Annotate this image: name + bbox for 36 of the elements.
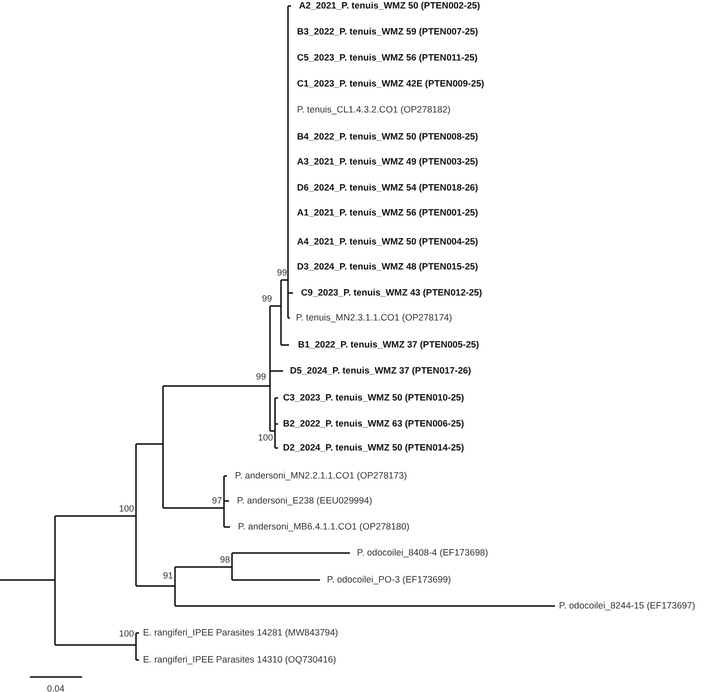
taxon-label: A2_2021_P. tenuis_WMZ 50 (PTEN002-25)	[299, 1, 480, 11]
bootstrap-value: 98	[220, 556, 230, 564]
bootstrap-value: 91	[163, 572, 174, 580]
taxon-label: B3_2022_P. tenuis_WMZ 59 (PTEN007-25)	[297, 27, 478, 37]
taxon-label: D6_2024_P. tenuis_WMZ 54 (PTEN018-26)	[297, 183, 478, 193]
bootstrap-value: 97	[212, 496, 222, 506]
taxon-label: P. odocoilei_8408-4 (EF173698)	[357, 548, 488, 558]
bootstrap-value: 100	[119, 630, 134, 638]
taxon-label: P. andersoni_E238 (EEU029994)	[237, 496, 372, 506]
taxon-label: C3_2023_P. tenuis_WMZ 50 (PTEN010-25)	[283, 393, 464, 403]
taxon-label: A3_2021_P. tenuis_WMZ 49 (PTEN003-25)	[297, 157, 478, 167]
taxon-label: P. andersoni_MB6.4.1.1.CO1 (OP278180)	[238, 522, 410, 532]
taxon-label: D5_2024_P. tenuis_WMZ 37 (PTEN017-26)	[290, 366, 472, 376]
bootstrap-value: 99	[277, 268, 288, 278]
taxon-label: C1_2023_P. tenuis_WMZ 42E (PTEN009-25)	[297, 79, 484, 89]
taxon-label: B4_2022_P. tenuis_WMZ 50 (PTEN008-25)	[297, 132, 478, 142]
bootstrap-value: 100	[119, 504, 134, 514]
taxon-label: B2_2022_P. tenuis_WMZ 63 (PTEN006-25)	[283, 419, 464, 429]
scale-value: 0.04	[47, 684, 65, 692]
taxon-label: C9_2023_P. tenuis_WMZ 43 (PTEN012-25)	[301, 288, 482, 298]
taxon-label: B1_2022_P. tenuis_WMZ 37 (PTEN005-25)	[298, 340, 480, 350]
taxon-label: C5_2023_P. tenuis_WMZ 56 (PTEN011-25)	[297, 53, 478, 63]
taxon-label: E. rangiferi_IPEE Parasites 14310 (OQ730416)	[143, 655, 336, 665]
taxon-label: D2_2024_P. tenuis_WMZ 50 (PTEN014-25)	[283, 443, 464, 453]
bootstrap-value: 100	[258, 434, 274, 442]
taxon-label: P. odocoilei_PO-3 (EF173699)	[327, 575, 451, 585]
taxon-label: D3_2024_P. tenuis_WMZ 48 (PTEN015-25)	[297, 262, 478, 272]
taxon-label: P. andersoni_MN2.2.1.1.CO1 (OP278173)	[235, 471, 407, 481]
taxon-label: P. tenuis_MN2.3.1.1.CO1 (OP278174)	[296, 313, 452, 323]
taxon-label: E. rangiferi_IPEE Parasites 14281 (MW843794)	[143, 628, 338, 638]
taxon-label: P. tenuis_CL1.4.3.2.CO1 (OP278182)	[297, 105, 451, 115]
taxon-label: A4_2021_P. tenuis_WMZ 50 (PTEN004-25)	[297, 237, 478, 247]
bootstrap-value: 99	[256, 372, 266, 382]
taxon-label: P. odocoilei_8244-15 (EF173697)	[559, 601, 696, 611]
bootstrap-value: 99	[262, 294, 272, 304]
taxon-label: A1_2021_P. tenuis_WMZ 56 (PTEN001-25)	[297, 208, 478, 218]
